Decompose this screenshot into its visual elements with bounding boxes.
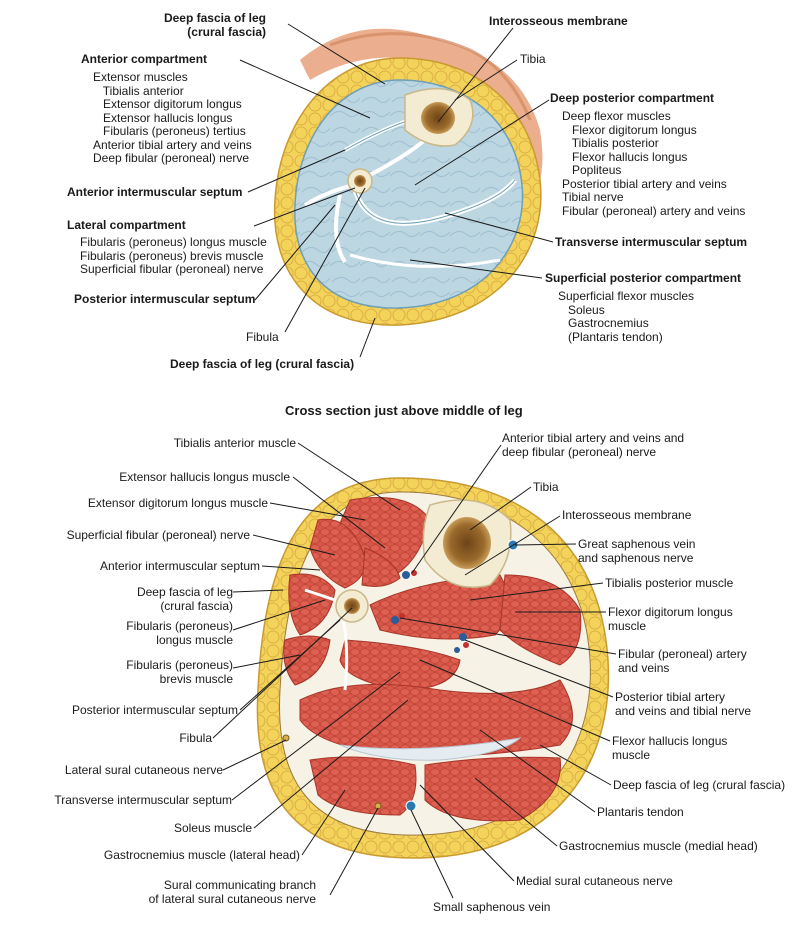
label-deep-fascia-upper: Deep fascia of leg (crural fascia): [163, 11, 266, 39]
label-lateral-compartment: Lateral compartment: [67, 218, 186, 232]
list-anterior-compartment: Extensor muscles Tibialis anterior Exten…: [93, 70, 252, 165]
list-superficial-posterior-compartment: Superficial flexor muscles Soleus Gastro…: [558, 289, 695, 344]
label-plantaris-tendon: Plantaris tendon: [597, 805, 684, 819]
label-interosseous-membrane: Interosseous membrane: [489, 14, 628, 28]
bottom-leader-lines: [212, 442, 617, 899]
label-extensor-digitorum-longus-muscle: Extensor digitorum longus muscle: [87, 496, 268, 510]
label-tibialis-anterior-muscle: Tibialis anterior muscle: [173, 436, 296, 450]
label-fibularis-brevis-muscle: Fibularis (peroneus) brevis muscle: [126, 658, 233, 686]
label-transverse-intermuscular-septum-bottom: Transverse intermuscular septum: [54, 793, 232, 807]
bottom-leg-section: [256, 477, 610, 859]
label-gastrocnemius-lateral-head: Gastrocnemius muscle (lateral head): [103, 848, 300, 862]
label-deep-posterior-compartment: Deep posterior compartment: [550, 91, 715, 105]
label-fibular-artery-veins: Fibular (peroneal) artery and veins: [618, 647, 747, 675]
label-posterior-intermuscular-septum-top: Posterior intermuscular septum: [74, 292, 256, 306]
label-flexor-digitorum-longus-muscle: Flexor digitorum longus muscle: [608, 605, 733, 633]
label-tibialis-posterior-muscle: Tibialis posterior muscle: [605, 576, 734, 590]
label-transverse-intermuscular-septum-top: Transverse intermuscular septum: [555, 235, 748, 249]
label-superficial-posterior-compartment: Superficial posterior compartment: [545, 271, 742, 285]
label-interosseous-membrane-bottom: Interosseous membrane: [562, 508, 692, 522]
label-small-saphenous-vein: Small saphenous vein: [433, 900, 551, 914]
top-leader-lines: [239, 23, 554, 358]
label-anterior-compartment: Anterior compartment: [81, 52, 208, 66]
label-deep-fascia-lower: Deep fascia of leg (crural fascia): [170, 357, 355, 371]
label-fibularis-longus-muscle: Fibularis (peroneus) longus muscle: [126, 619, 233, 647]
label-lateral-sural-cutaneous-nerve: Lateral sural cutaneous nerve: [64, 763, 223, 777]
label-fibula-bottom: Fibula: [179, 731, 212, 745]
label-gastrocnemius-medial-head: Gastrocnemius muscle (medial head): [559, 839, 758, 853]
label-anterior-intermuscular-septum: Anterior intermuscular septum: [67, 185, 243, 199]
label-tibia-bottom: Tibia: [533, 480, 559, 494]
list-lateral-compartment: Fibularis (peroneus) longus muscle Fibul…: [80, 235, 267, 276]
label-fibula-top: Fibula: [246, 330, 279, 344]
label-tibia-top: Tibia: [520, 52, 546, 66]
label-superficial-fibular-nerve: Superficial fibular (peroneal) nerve: [66, 528, 250, 542]
label-soleus-muscle: Soleus muscle: [173, 821, 252, 835]
label-medial-sural-cutaneous-nerve: Medial sural cutaneous nerve: [516, 874, 673, 888]
list-deep-posterior-compartment: Deep flexor muscles Flexor digitorum lon…: [562, 109, 746, 218]
label-posterior-intermuscular-septum-bottom: Posterior intermuscular septum: [71, 703, 238, 717]
label-sural-communicating-branch: Sural communicating branch of lateral su…: [148, 878, 316, 906]
label-anterior-tibial-artery-veins-nerve: Anterior tibial artery and veins and dee…: [502, 431, 685, 459]
label-extensor-hallucis-longus-muscle: Extensor hallucis longus muscle: [119, 470, 290, 484]
label-posterior-tibial-artery-veins-nerve: Posterior tibial artery and veins and ti…: [615, 690, 752, 718]
label-great-saphenous-vein: Great saphenous vein and saphenous nerve: [578, 537, 696, 565]
top-leg-section: [273, 28, 543, 326]
label-deep-fascia-right: Deep fascia of leg (crural fascia): [613, 778, 786, 792]
section-title: Cross section just above middle of leg: [285, 403, 523, 418]
label-anterior-intermuscular-septum-bottom: Anterior intermuscular septum: [99, 559, 260, 573]
label-flexor-hallucis-longus-muscle: Flexor hallucis longus muscle: [612, 734, 728, 762]
label-deep-fascia-left: Deep fascia of leg (crural fascia): [136, 585, 233, 613]
